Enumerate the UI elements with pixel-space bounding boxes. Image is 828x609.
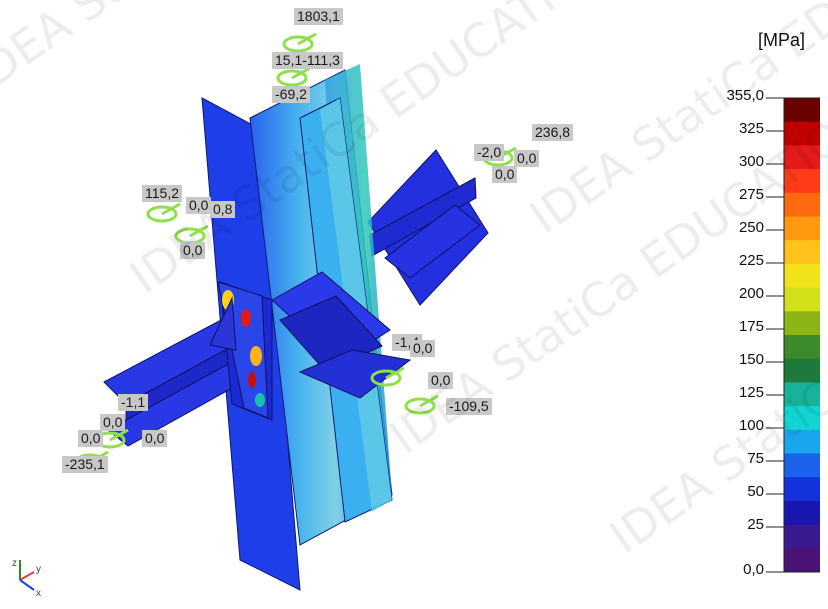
scale-color-band (784, 453, 820, 478)
scale-tick-label: 325 (738, 120, 764, 137)
scale-color-band (784, 216, 820, 241)
scale-color-band (784, 524, 820, 549)
force-arrow-icon (385, 366, 405, 380)
scale-color-band (784, 263, 820, 289)
label-bottom-moment-a: -1,1 (118, 394, 149, 411)
axis-x-label: x (36, 588, 41, 599)
label-right-moment-b: 0,0 (514, 150, 540, 167)
scale-tick-label: 125 (738, 384, 764, 401)
moment-arrow-icon (370, 369, 402, 387)
label-top-moments: 15,1-111,3 (272, 52, 343, 69)
label-top-force: 1803,1 (294, 8, 343, 25)
scale-tick-label: 225 (738, 252, 764, 269)
label-bottom-moment-b: 0,0 (100, 414, 126, 431)
label-left-force: 115,2 (142, 185, 182, 202)
scale-color-band (784, 406, 820, 431)
label-front-moment-c: 0,0 (428, 372, 454, 389)
scale-color-band (784, 477, 820, 502)
beam-right[interactable] (367, 149, 489, 306)
scale-color-band (784, 192, 820, 217)
scale-tick-label: 275 (738, 186, 764, 203)
force-arrow-icon (161, 202, 181, 216)
force-arrow-icon (419, 394, 439, 408)
scale-color-band (784, 548, 820, 573)
label-left-moment-a: 0,0 (186, 197, 212, 214)
scale-tick-label: 50 (747, 483, 764, 500)
label-right-moment-a: -2,0 (474, 144, 505, 161)
scale-color-band (784, 98, 820, 123)
scale-color-band (784, 500, 820, 526)
label-left-moment-c: 0,0 (180, 242, 206, 259)
label-bottom-moment-c: 0,0 (78, 430, 104, 447)
axis-triad: z y x (12, 558, 41, 599)
scale-tick-label: 100 (738, 417, 764, 434)
axis-z-label: z (12, 558, 17, 569)
scale-tick-label: 25 (747, 516, 764, 533)
scale-tick-label: 75 (747, 450, 764, 467)
scale-tick-label: 150 (738, 351, 764, 368)
label-front-moment-b: 0,0 (410, 340, 436, 357)
label-top-moment-z: -69,2 (272, 86, 310, 103)
moment-arrow-icon (146, 205, 178, 223)
scale-frame (783, 97, 820, 573)
stiffener-stress-hotspot[interactable] (209, 281, 269, 419)
axis-y-label: y (36, 564, 41, 575)
scale-color-band (784, 287, 820, 312)
label-right-force: 236,8 (532, 124, 574, 141)
scale-unit-label: [MPa] (758, 30, 806, 50)
scale-bar (766, 97, 820, 573)
scale-tick-label: 250 (738, 219, 764, 236)
scale-color-band (784, 358, 820, 383)
moment-arrow-icon (282, 35, 314, 53)
moment-arrow-icon (404, 397, 436, 415)
scale-color-band (784, 145, 820, 170)
label-bottom-moment-d: 0,0 (142, 430, 168, 447)
scale-color-band (784, 382, 820, 407)
beam-front[interactable] (271, 271, 412, 399)
scale-tick-label: 200 (738, 285, 764, 302)
force-arrow-icon (297, 32, 317, 46)
label-left-moment-b: 0,8 (210, 201, 236, 218)
scale-color-band (784, 311, 820, 336)
force-arrow-icon (291, 66, 311, 80)
label-right-moment-c: 0,0 (492, 166, 518, 183)
scale-tick-label: 355,0 (726, 87, 764, 104)
scale-color-band (784, 169, 820, 194)
force-arrow-icon (109, 428, 129, 442)
scale-tick-label: 300 (738, 153, 764, 170)
moment-arrow-icon (276, 69, 308, 87)
scale-color-band (784, 240, 820, 265)
force-arrow-icon (189, 224, 209, 238)
scale-tick-label: 175 (738, 318, 764, 335)
label-bottom-force: -235,1 (62, 456, 108, 473)
scale-color-band (784, 429, 820, 454)
scale-tick-label: 0,0 (743, 561, 764, 578)
label-front-force: -109,5 (446, 398, 492, 415)
scale-color-band (784, 335, 820, 360)
scale-color-band (784, 121, 820, 146)
